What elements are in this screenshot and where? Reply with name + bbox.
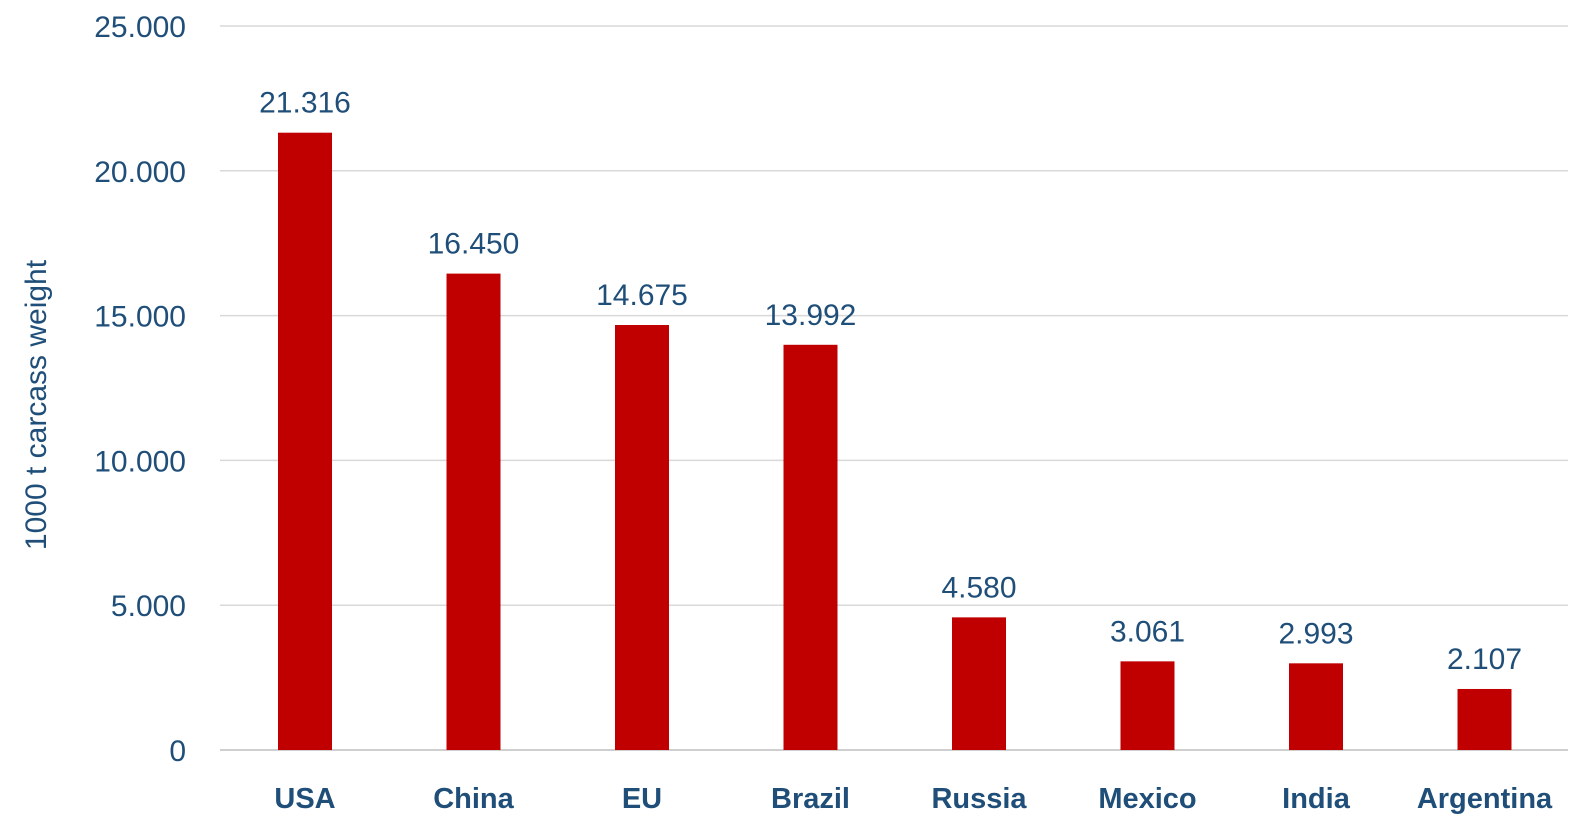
x-tick-label: India <box>1282 783 1351 815</box>
x-axis-ticks: USA China EU Brazil Russia Mexico India Argenti… <box>274 783 1553 815</box>
data-labels: 21.316 16.450 14.675 13.992 4.580 3.061 2.993 2… <box>259 87 1522 676</box>
y-axis-title: 1000 t carcass weight <box>20 259 53 550</box>
bar-russia <box>952 617 1006 750</box>
y-tick-label: 25.000 <box>94 11 186 44</box>
data-label: 14.675 <box>596 279 688 312</box>
x-tick-label: Brazil <box>771 783 850 815</box>
x-tick-label: China <box>433 783 514 815</box>
data-label: 2.107 <box>1447 643 1522 676</box>
x-tick-label: EU <box>622 783 662 815</box>
data-label: 2.993 <box>1278 617 1353 650</box>
bar-eu <box>615 325 669 750</box>
y-axis-ticks: 0 5.000 10.000 15.000 20.000 25.000 <box>94 11 186 768</box>
bar-mexico <box>1120 661 1175 750</box>
gridlines <box>220 25 1568 751</box>
data-label: 3.061 <box>1110 615 1185 648</box>
bar-usa <box>278 132 332 750</box>
y-tick-label: 15.000 <box>94 301 186 334</box>
x-tick-label: Russia <box>931 783 1027 815</box>
x-tick-label: USA <box>274 783 335 815</box>
y-tick-label: 0 <box>169 735 186 768</box>
y-tick-label: 5.000 <box>111 590 186 623</box>
data-label: 13.992 <box>765 299 857 332</box>
data-label: 21.316 <box>259 87 351 120</box>
y-tick-label: 20.000 <box>94 156 186 189</box>
bar-india <box>1289 663 1343 750</box>
data-label: 16.450 <box>428 228 520 261</box>
x-tick-label: Argentina <box>1417 783 1553 815</box>
bar-china <box>446 273 501 750</box>
x-tick-label: Mexico <box>1098 783 1196 815</box>
bars <box>278 132 1512 750</box>
y-tick-label: 10.000 <box>94 445 186 478</box>
bar-brazil <box>783 344 838 750</box>
bar-argentina <box>1457 688 1512 750</box>
data-label: 4.580 <box>941 571 1016 604</box>
